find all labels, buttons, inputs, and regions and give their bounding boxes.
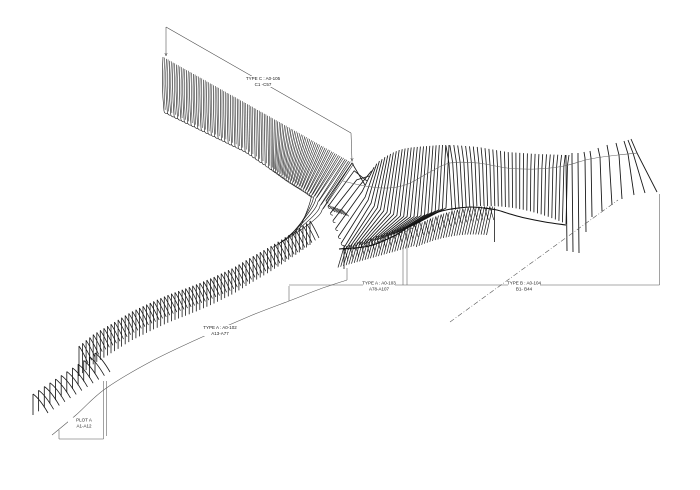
svg-text:TYPE C : A0-105: TYPE C : A0-105 (246, 76, 281, 81)
svg-text:B1- B44: B1- B44 (516, 287, 533, 292)
svg-text:TYPE A : A0-102: TYPE A : A0-102 (203, 325, 237, 330)
svg-text:A1-A12: A1-A12 (76, 424, 92, 429)
svg-text:TYPE A : A0-103: TYPE A : A0-103 (362, 281, 396, 286)
svg-text:A78-A107: A78-A107 (369, 287, 390, 292)
svg-text:C1 -C57: C1 -C57 (255, 82, 272, 87)
svg-text:A13-A77: A13-A77 (211, 331, 229, 336)
svg-text:TYPE B : A0-104: TYPE B : A0-104 (507, 281, 542, 286)
svg-text:PLOT A: PLOT A (76, 418, 92, 423)
